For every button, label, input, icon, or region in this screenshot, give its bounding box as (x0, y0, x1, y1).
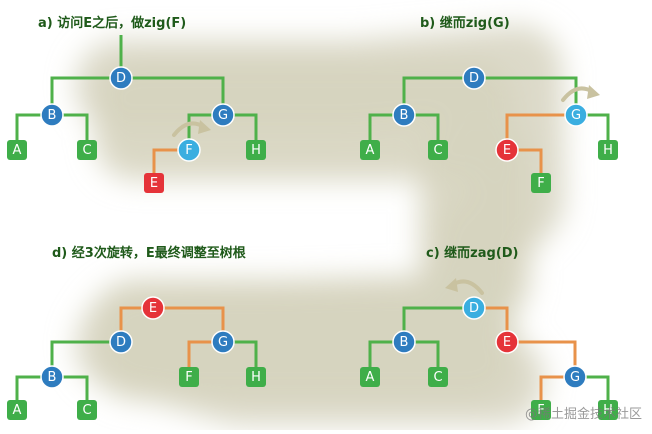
panel-c-node-A: A (360, 367, 380, 387)
panel-a-edge-D-G (121, 76, 225, 115)
svg-text:B: B (400, 108, 409, 123)
panel-c-node-E: E (495, 330, 519, 354)
panel-c-rotation-arrow-icon (445, 278, 484, 295)
panel-a-edge-D-B (50, 76, 121, 115)
svg-text:H: H (603, 143, 613, 158)
panel-a-node-H: H (246, 140, 266, 160)
panel-d-node-G: G (211, 330, 235, 354)
svg-text:E: E (149, 301, 157, 316)
panel-d-node-E: E (141, 296, 165, 320)
panel-a-title: a) 访问E之后，做zig(F) (38, 16, 187, 31)
panel-d-node-D: D (109, 330, 133, 354)
panel-d-node-C: C (77, 400, 97, 420)
svg-text:A: A (13, 143, 22, 158)
svg-text:B: B (48, 108, 57, 123)
svg-text:E: E (503, 335, 511, 350)
panel-a-node-B: B (40, 103, 64, 127)
svg-text:C: C (82, 143, 91, 158)
svg-text:A: A (366, 370, 375, 385)
svg-text:F: F (185, 370, 192, 385)
panel-a-node-C: C (77, 140, 97, 160)
svg-text:C: C (433, 370, 442, 385)
svg-text:A: A (13, 403, 22, 418)
svg-text:B: B (48, 370, 57, 385)
panel-b-node-E: E (495, 138, 519, 162)
svg-text:B: B (400, 335, 409, 350)
panel-c-node-F: F (531, 400, 551, 420)
svg-text:F: F (185, 143, 192, 158)
panel-c-node-G: G (563, 365, 587, 389)
panel-a-node-D: D (109, 66, 133, 90)
panel-c-node-D: D (462, 296, 486, 320)
panel-a-node-E: E (144, 173, 164, 193)
svg-text:E: E (150, 176, 158, 191)
panel-b-node-A: A (360, 140, 380, 160)
nodes-layer: D B G A C F H E D B G A C E H F D B E A C G F H E D G B F H A C (7, 66, 618, 420)
svg-text:A: A (366, 143, 375, 158)
panel-b-edge-D-B (402, 76, 474, 115)
svg-text:D: D (469, 71, 479, 86)
panel-c-node-C: C (428, 367, 448, 387)
rotation-arrows-layer (172, 85, 600, 295)
panel-b-node-F: F (531, 173, 551, 193)
panel-b-node-D: D (462, 66, 486, 90)
panel-a-node-A: A (7, 140, 27, 160)
panel-b-edge-D-G (474, 76, 578, 115)
panel-a-rotation-arrow-icon (172, 120, 211, 137)
panel-b-title: b) 继而zig(G) (420, 16, 510, 31)
panel-c-title: c) 继而zag(D) (426, 246, 519, 261)
panel-d-node-B: B (40, 365, 64, 389)
svg-text:E: E (503, 143, 511, 158)
svg-text:H: H (603, 403, 613, 418)
watermark: @稀土掘金技术社区 (524, 407, 642, 422)
svg-text:G: G (570, 370, 580, 385)
backdrop-path (75, 25, 565, 425)
panel-b-node-H: H (598, 140, 618, 160)
panel-d-node-A: A (7, 400, 27, 420)
panel-b-node-G: G (564, 103, 588, 127)
svg-text:D: D (116, 71, 126, 86)
svg-text:F: F (537, 176, 544, 191)
svg-text:G: G (218, 335, 228, 350)
panel-b-node-C: C (428, 140, 448, 160)
panel-c-node-H: H (598, 400, 618, 420)
panel-a-node-F: F (177, 138, 201, 162)
svg-text:G: G (218, 108, 228, 123)
svg-text:C: C (82, 403, 91, 418)
panel-d-node-H: H (246, 367, 266, 387)
svg-text:H: H (251, 370, 261, 385)
svg-text:D: D (469, 301, 479, 316)
panel-a-node-G: G (211, 103, 235, 127)
svg-text:G: G (571, 108, 581, 123)
panel-d-node-F: F (179, 367, 199, 387)
svg-text:H: H (251, 143, 261, 158)
svg-text:F: F (537, 403, 544, 418)
panel-d-title: d) 经3次旋转，E最终调整至树根 (52, 246, 246, 261)
panel-b-rotation-arrow-icon (561, 85, 600, 102)
svg-text:C: C (433, 143, 442, 158)
svg-text:D: D (116, 335, 126, 350)
panel-c-node-B: B (392, 330, 416, 354)
panel-b-node-B: B (392, 103, 416, 127)
